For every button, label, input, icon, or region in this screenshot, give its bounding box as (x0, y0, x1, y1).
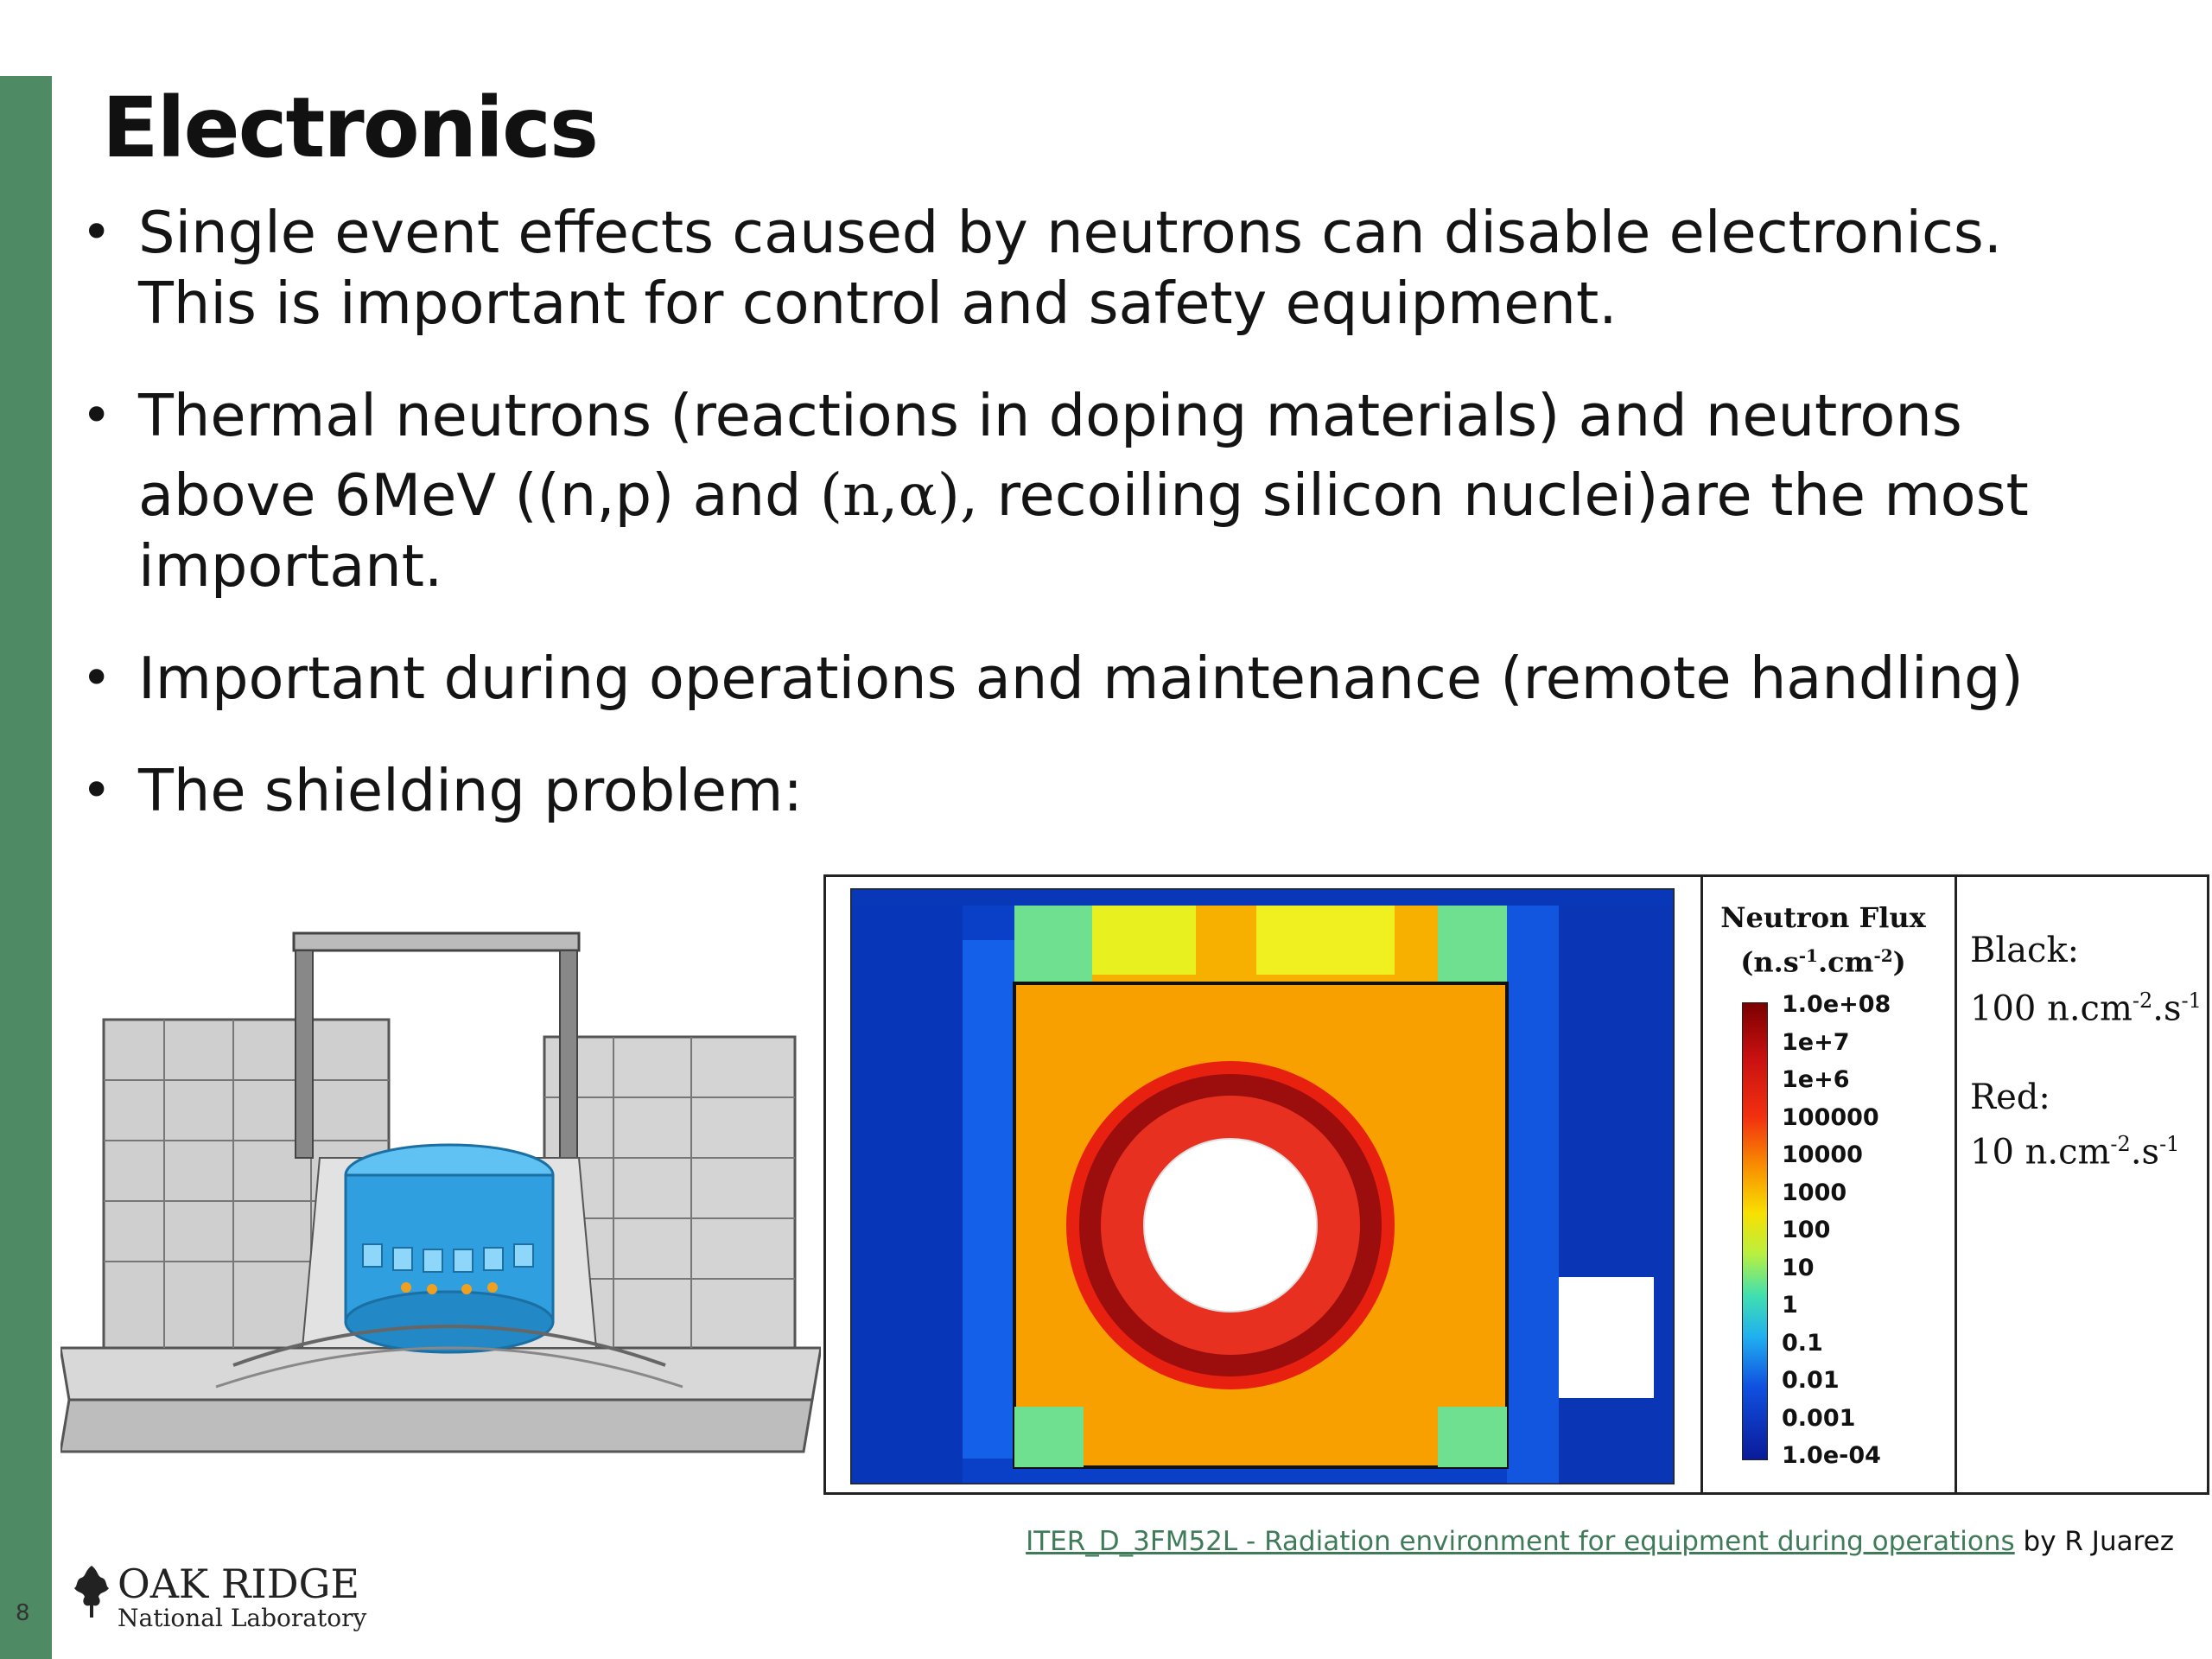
bullet-dot-icon: • (81, 648, 112, 709)
colorbar-tick-label: 1.0e-04 (1782, 1442, 1881, 1469)
slide-title: Electronics (102, 79, 599, 176)
figure-caption: ITER_D_3FM52L - Radiation environment fo… (1026, 1526, 2174, 1557)
flux-colorbar (1742, 1002, 1768, 1460)
bullet-dot-icon: • (81, 202, 112, 263)
legend-units: (n.s-1.cm-2) (1740, 945, 1906, 979)
colorbar-tick-label: 1e+7 (1782, 1028, 1850, 1056)
bullet-line: important. (138, 532, 443, 600)
colorbar-tick-label: 1.0e+08 (1782, 991, 1891, 1018)
figure-divider (1700, 876, 1703, 1493)
colorbar-tick-label: 0.001 (1782, 1404, 1856, 1432)
colorbar-tick-label: 1e+6 (1782, 1066, 1850, 1093)
bullet-dot-icon: • (81, 385, 112, 446)
colorbar-tick-label: 1000 (1782, 1179, 1847, 1206)
bullet-item: • Single event effects caused by neutron… (78, 197, 2134, 339)
colorbar-tick-label: 0.01 (1782, 1367, 1840, 1394)
colorbar-tick-label: 10 (1782, 1254, 1815, 1281)
note-black-value: 100 n.cm-2.s-1 (1970, 988, 2202, 1029)
colorbar-tick-label: 100 (1782, 1217, 1831, 1243)
neutron-flux-map-image (850, 888, 1675, 1484)
logo-oak-ridge: OAK RIDGE (118, 1560, 359, 1607)
bullet-line: This is important for control and safety… (138, 270, 1618, 337)
tokamak-building-image (60, 931, 821, 1453)
figure-divider (1955, 876, 1957, 1493)
caption-author: by R Juarez (2014, 1526, 2174, 1557)
oak-leaf-icon (74, 1566, 109, 1618)
note-red-value: 10 n.cm-2.s-1 (1970, 1132, 2180, 1173)
bullet-text: recoiling silicon nuclei)are the most (996, 461, 2029, 529)
reaction-n-alpha: (n,α), (819, 461, 997, 529)
legend-title: Neutron Flux (1720, 901, 1926, 934)
source-link[interactable]: ITER_D_3FM52L - Radiation environment fo… (1026, 1526, 2015, 1557)
bullet-item: • Thermal neutrons (reactions in doping … (78, 380, 2134, 601)
note-red-label: Red: (1970, 1077, 2050, 1117)
bullet-line: Thermal neutrons (reactions in doping ma… (138, 382, 1962, 449)
colorbar-tick-label: 10000 (1782, 1141, 1863, 1168)
logo-national-laboratory: National Laboratory (118, 1604, 367, 1632)
sidebar-accent-bar (0, 76, 52, 1659)
bullet-dot-icon: • (81, 760, 112, 821)
page-number: 8 (16, 1600, 30, 1626)
bullet-item: • The shielding problem: (78, 755, 2134, 826)
bullet-line: Important during operations and maintena… (138, 645, 2024, 712)
bullet-item: • Important during operations and mainte… (78, 643, 2134, 714)
bullet-text: above 6MeV ((n,p) and (138, 461, 820, 529)
colorbar-tick-label: 100000 (1782, 1103, 1879, 1131)
colorbar-tick-label: 0.1 (1782, 1329, 1823, 1357)
note-black-label: Black: (1970, 931, 2080, 970)
colorbar-tick-label: 1 (1782, 1292, 1798, 1319)
bullet-line: Single event effects caused by neutrons … (138, 199, 2003, 266)
bullet-line: above 6MeV ((n,p) and (n,α), recoiling s… (138, 460, 2134, 531)
bullet-line: The shielding problem: (138, 757, 803, 824)
bullet-list: • Single event effects caused by neutron… (78, 197, 2134, 868)
